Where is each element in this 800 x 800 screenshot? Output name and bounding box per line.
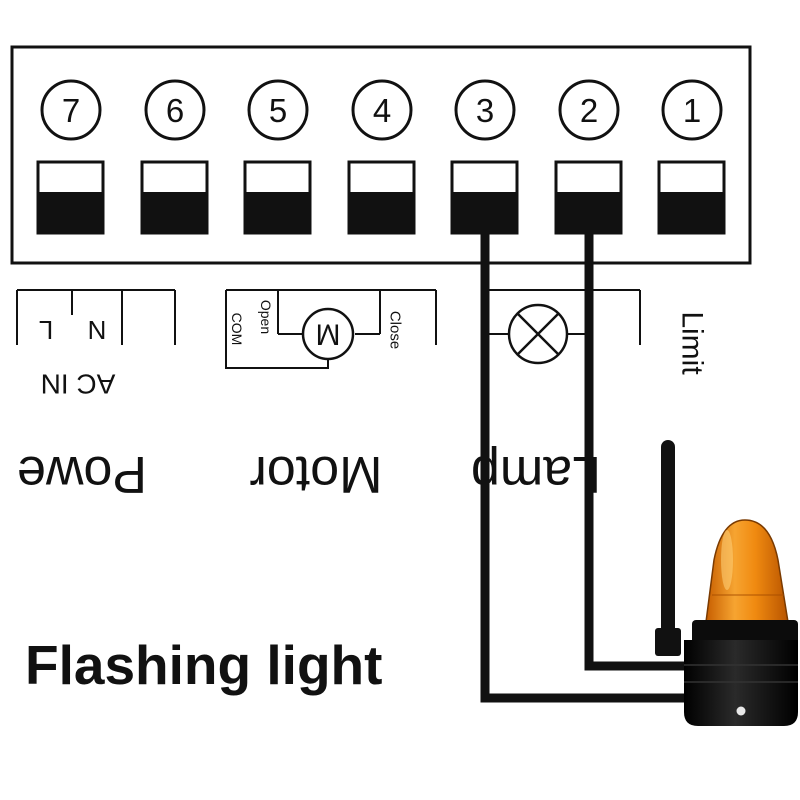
terminal-block <box>10 45 752 265</box>
limit-label: Limit <box>676 311 709 375</box>
terminal-3-number: 3 <box>476 92 494 129</box>
motor-symbol: M <box>301 307 355 361</box>
open-label: Open <box>258 300 274 334</box>
terminal-5-screw <box>243 160 312 235</box>
close-label: Close <box>387 311 404 349</box>
terminal-screws <box>36 160 726 235</box>
terminal-5-number: 5 <box>269 92 287 129</box>
terminal-1-number: 1 <box>683 92 701 129</box>
lamp-symbol <box>507 303 569 365</box>
terminal-6-screw <box>140 160 209 235</box>
terminal-3-screw <box>450 160 519 235</box>
lamp-label: Lamp <box>471 445 601 503</box>
motor-label: Motor <box>250 445 383 503</box>
l-label: L <box>39 315 53 345</box>
terminal-4-screw <box>347 160 416 235</box>
terminal-7-number: 7 <box>62 92 80 129</box>
terminal-2-screw <box>554 160 623 235</box>
antenna <box>655 440 681 656</box>
wire-terminal-3 <box>480 233 698 703</box>
com-label: COM <box>229 313 245 346</box>
terminal-7-screw <box>36 160 105 235</box>
terminal-1-screw <box>657 160 726 235</box>
motor-m-label: M <box>316 318 341 351</box>
terminal-numbers: 7 6 5 4 3 2 1 <box>40 79 723 141</box>
wire-terminal-2 <box>584 233 698 671</box>
terminal-2-number: 2 <box>580 92 598 129</box>
flashing-light-device <box>684 519 798 726</box>
n-label: N <box>88 315 107 345</box>
connection-lines <box>16 289 641 369</box>
lamp-dome <box>705 519 789 623</box>
power-label: Powe <box>17 445 147 503</box>
terminal-4-number: 4 <box>373 92 391 129</box>
terminal-6-number: 6 <box>166 92 184 129</box>
flashing-light-title: Flashing light <box>25 634 382 696</box>
ac-in-label: AC IN <box>41 369 116 400</box>
lamp-collar <box>692 620 798 644</box>
lamp-base <box>684 640 798 726</box>
